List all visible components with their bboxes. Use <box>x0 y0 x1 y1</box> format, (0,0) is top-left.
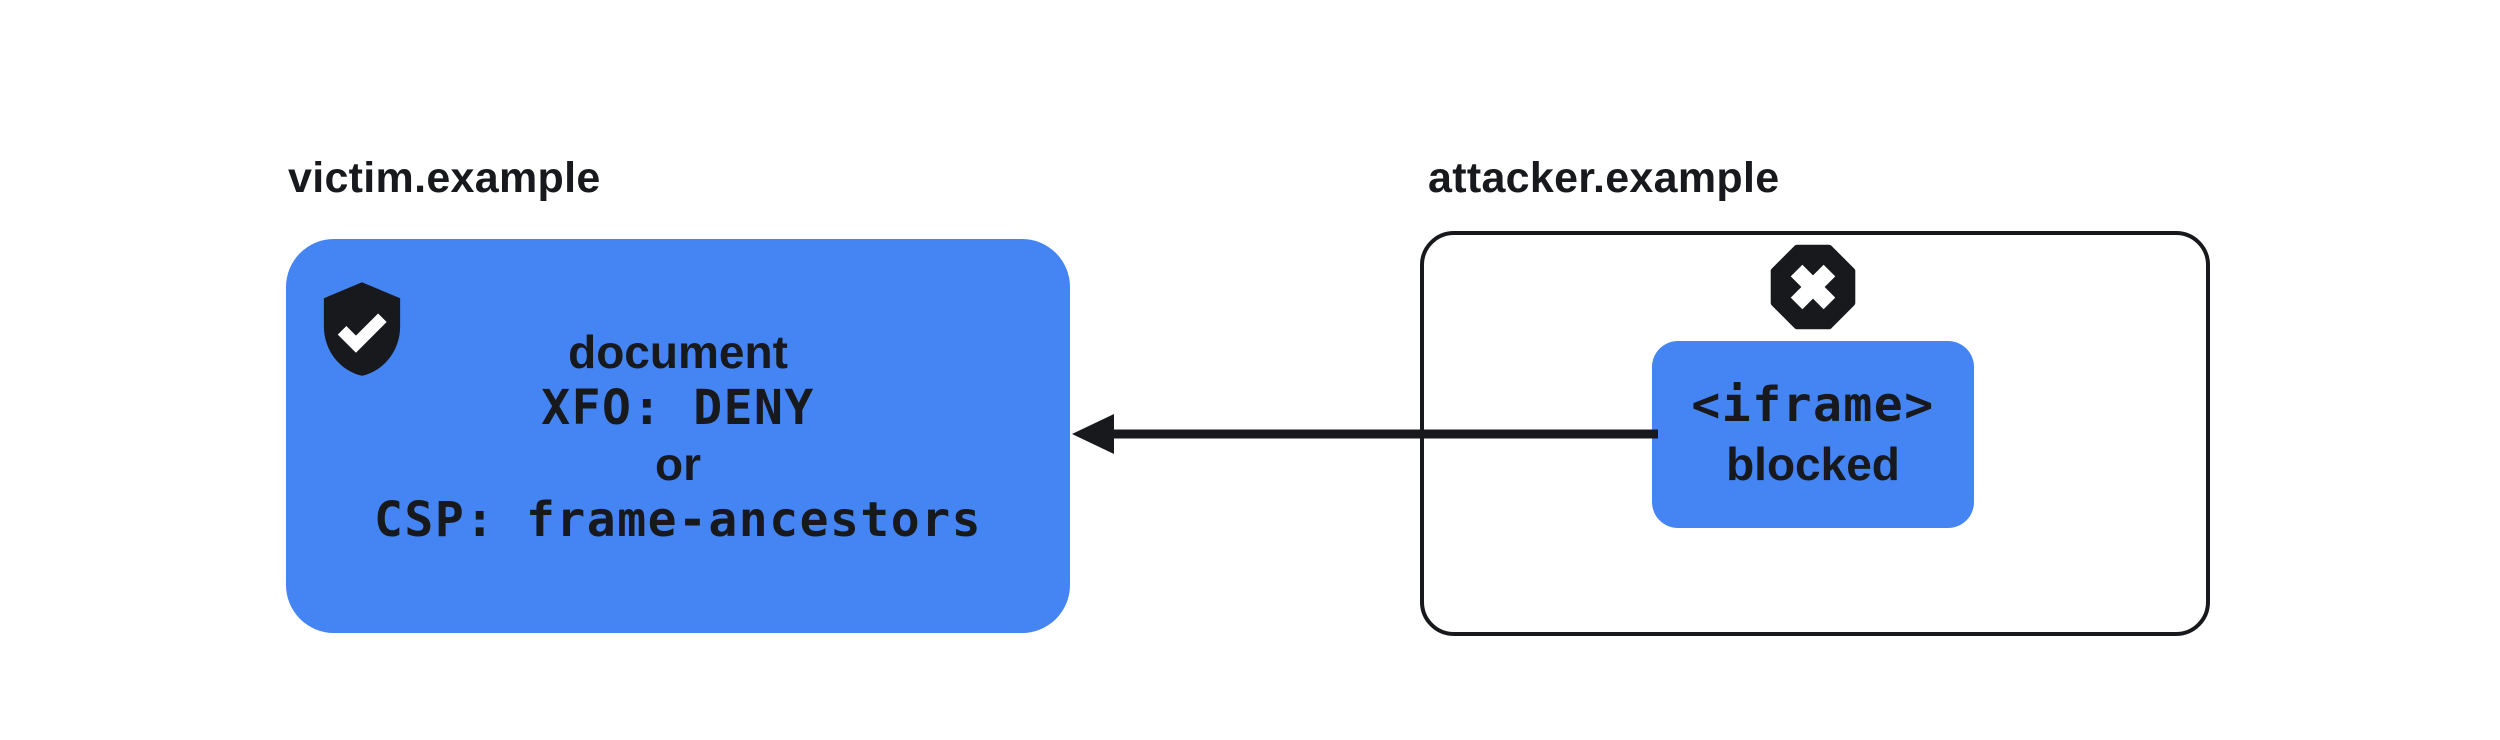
victim-domain-label: victim.example <box>288 154 601 202</box>
shield-check-icon <box>323 282 401 376</box>
victim-box-line-csp-frame-ancestors: CSP: frame-ancestors <box>374 492 982 548</box>
victim-box-line-document: document <box>568 326 788 378</box>
blocked-octagon-x-icon <box>1770 244 1856 330</box>
victim-box-line-or: or <box>655 438 701 490</box>
iframe-box-line-iframe: <iframe> <box>1691 376 1935 433</box>
victim-box-line-xfo-deny: XFO: DENY <box>541 380 815 436</box>
victim-document-box: document XFO: DENY or CSP: frame-ancesto… <box>286 239 1070 633</box>
iframe-box-line-blocked: blocked <box>1726 437 1900 490</box>
iframe-blocked-box: <iframe> blocked <box>1652 341 1974 528</box>
attacker-domain-label: attacker.example <box>1428 154 1780 202</box>
blocked-request-arrow <box>1072 414 1658 454</box>
